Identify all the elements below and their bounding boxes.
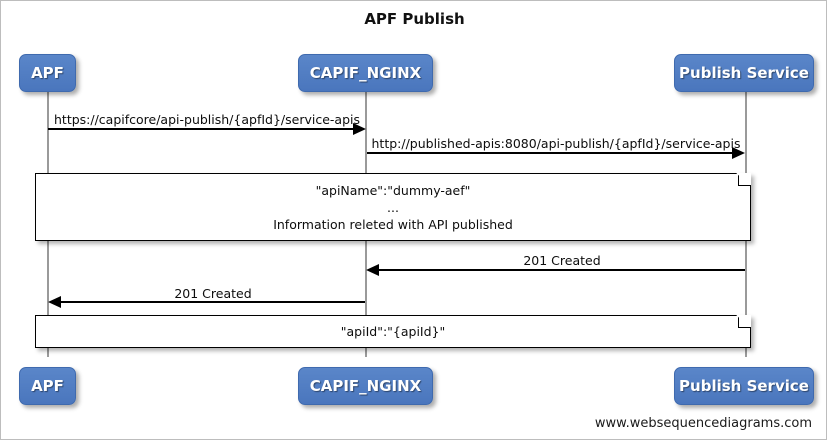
- note-response-body: "apiId":"{apiId}": [35, 315, 751, 348]
- participant-label: CAPIF_NGINX: [309, 64, 422, 82]
- arrowhead-right-icon: [353, 123, 366, 135]
- participant-label: Publish Service: [679, 377, 809, 395]
- note-fold-corner-icon: [738, 173, 751, 186]
- message-label-2: http://published-apis:8080/api-publish/{…: [371, 136, 741, 151]
- message-label-3: 201 Created: [523, 253, 601, 268]
- participant-capif-nginx-top[interactable]: CAPIF_NGINX: [298, 54, 433, 92]
- message-line-1[interactable]: [48, 128, 353, 130]
- arrowhead-right-icon: [732, 147, 745, 159]
- participant-publish-service-top[interactable]: Publish Service: [674, 54, 814, 92]
- participant-publish-service-bottom[interactable]: Publish Service: [674, 367, 814, 405]
- participant-label: CAPIF_NGINX: [309, 377, 422, 395]
- participant-label: APF: [31, 377, 64, 395]
- arrowhead-left-icon: [366, 264, 379, 276]
- message-line-3[interactable]: [379, 269, 745, 271]
- participant-apf-top[interactable]: APF: [19, 54, 76, 92]
- note-line: Information releted with API published: [273, 216, 513, 232]
- arrowhead-left-icon: [48, 296, 61, 308]
- footer-watermark: www.websequencediagrams.com: [594, 416, 812, 431]
- message-label-4: 201 Created: [174, 286, 252, 301]
- participant-apf-bottom[interactable]: APF: [19, 367, 76, 405]
- note-content: "apiId":"{apiId}": [36, 316, 750, 347]
- note-line: "apiName":"dummy-aef": [315, 182, 471, 198]
- participant-capif-nginx-bottom[interactable]: CAPIF_NGINX: [298, 367, 433, 405]
- note-fold-corner-icon: [738, 315, 751, 328]
- message-line-2[interactable]: [367, 152, 732, 154]
- note-request-body: "apiName":"dummy-aef" ... Information re…: [35, 173, 751, 241]
- participant-label: APF: [31, 64, 64, 82]
- note-content: "apiName":"dummy-aef" ... Information re…: [36, 174, 750, 240]
- message-line-4[interactable]: [61, 301, 365, 303]
- participant-label: Publish Service: [679, 64, 809, 82]
- note-line: ...: [387, 199, 399, 215]
- note-line: "apiId":"{apiId}": [340, 324, 446, 339]
- diagram-title: APF Publish: [364, 10, 465, 28]
- message-label-1: https://capifcore/api-publish/{apfId}/se…: [54, 112, 360, 127]
